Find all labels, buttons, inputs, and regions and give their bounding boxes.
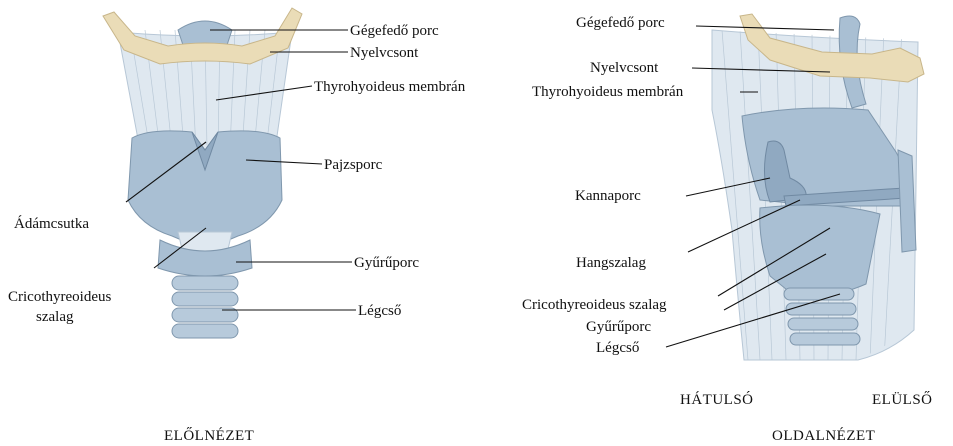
side-posterior-label: HÁTULSÓ bbox=[680, 391, 754, 408]
side-view-caption: OLDALNÉZET bbox=[772, 427, 875, 444]
side-label-hyoid: Nyelvcsont bbox=[590, 60, 659, 76]
front-label-hyoid: Nyelvcsont bbox=[350, 45, 419, 61]
side-label-arytenoid: Kannaporc bbox=[575, 188, 641, 204]
front-label-adams-apple: Ádámcsutka bbox=[14, 215, 89, 232]
side-label-cricoid: Gyűrűporc bbox=[586, 319, 651, 335]
front-view-illustration bbox=[103, 8, 302, 338]
front-label-epiglottis: Gégefedő porc bbox=[350, 23, 439, 39]
front-label-thyrohyoid: Thyrohyoideus membrán bbox=[314, 79, 466, 95]
front-label-thyroid: Pajzsporc bbox=[324, 157, 383, 173]
front-trachea bbox=[172, 276, 238, 338]
side-anterior-label: ELÜLSŐ bbox=[872, 391, 933, 408]
side-label-cricothyroid: Cricothyreoideus szalag bbox=[522, 297, 667, 313]
front-view-caption: ELŐLNÉZET bbox=[164, 427, 254, 444]
side-label-vocal-cord: Hangszalag bbox=[576, 255, 646, 271]
front-label-trachea: Légcső bbox=[358, 303, 401, 319]
side-label-epiglottis: Gégefedő porc bbox=[576, 15, 665, 31]
front-label-cricothyroid-2: szalag bbox=[36, 309, 74, 325]
side-label-thyrohyoid: Thyrohyoideus membrán bbox=[532, 84, 684, 100]
side-label-trachea: Légcső bbox=[596, 340, 639, 356]
front-label-cricoid: Gyűrűporc bbox=[354, 255, 419, 271]
side-cricoid bbox=[760, 205, 880, 296]
front-label-cricothyroid-1: Cricothyreoideus bbox=[8, 289, 111, 305]
side-view-illustration bbox=[712, 14, 924, 360]
